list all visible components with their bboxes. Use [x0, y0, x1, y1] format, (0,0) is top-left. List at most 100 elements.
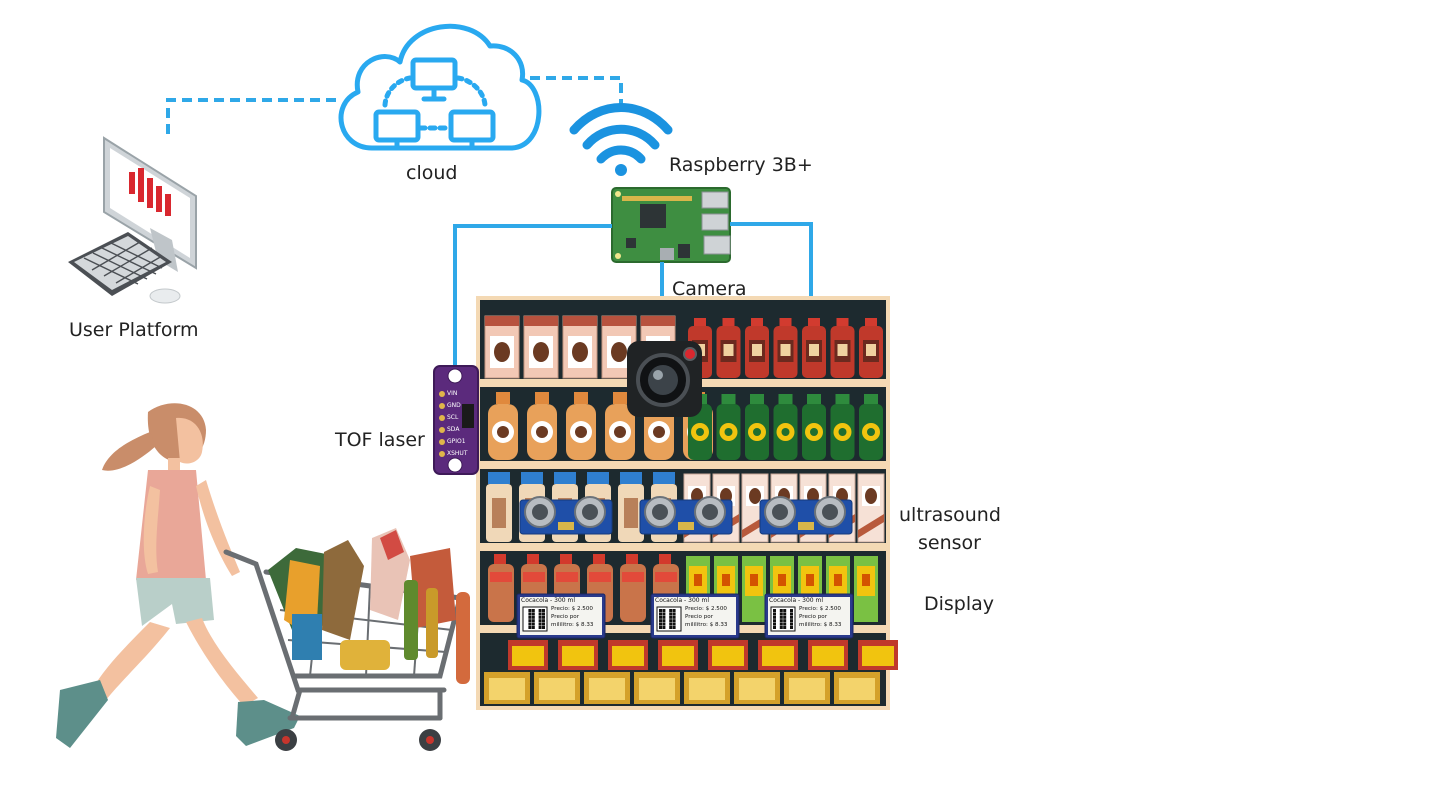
- label-ultrasound-line2: sensor: [918, 532, 981, 554]
- label-raspberry: Raspberry 3B+: [669, 154, 813, 176]
- display-title: Cocacola - 300 ml: [521, 597, 575, 604]
- red-bottle: [830, 318, 855, 378]
- soda-bottle: [488, 554, 514, 622]
- display-line3: mililitro: $ 8.33: [799, 622, 842, 628]
- shopper-illustration: [56, 403, 300, 748]
- display-line2: Precio por: [685, 614, 713, 620]
- green-jar-row: [688, 394, 883, 460]
- label-cloud: cloud: [406, 162, 458, 184]
- tof-pin: [439, 403, 445, 409]
- green-jar: [773, 394, 798, 460]
- coffee-bottle: [527, 392, 557, 460]
- coffee-box: [523, 315, 559, 379]
- coffee-bottle: [566, 392, 596, 460]
- red-bottle: [716, 318, 741, 378]
- tof-pin-label: GND: [447, 402, 461, 409]
- ultrasound-sensors: [519, 496, 853, 535]
- price-displays: [516, 593, 854, 639]
- gold-tin: [558, 640, 598, 670]
- network-links: [166, 76, 623, 136]
- display-line1: Precio: $ 2.500: [551, 606, 593, 612]
- coffee-box: [562, 315, 598, 379]
- blue-cap-bottle: [618, 472, 644, 542]
- label-display: Display: [924, 593, 995, 615]
- computer-icon: [68, 136, 197, 304]
- camera-icon: [627, 341, 702, 417]
- cloud-monitor-right: [448, 109, 496, 143]
- ultrasound-sensor: [639, 496, 733, 535]
- gold-tin: [634, 672, 680, 704]
- display-line1: Precio: $ 2.500: [685, 606, 727, 612]
- label-tof: TOF laser: [335, 429, 425, 451]
- red-bottle: [745, 318, 769, 378]
- tof-pin-label: SDA: [447, 426, 460, 433]
- eink-display: [764, 593, 854, 639]
- eink-display: [516, 593, 606, 639]
- red-bottle: [773, 318, 798, 378]
- wifi-icon: [569, 103, 673, 176]
- gold-tin: [484, 672, 530, 704]
- display-line3: mililitro: $ 8.33: [685, 622, 728, 628]
- red-bottle: [859, 318, 883, 378]
- label-ultrasound-line1: ultrasound: [899, 504, 1001, 526]
- gold-tin-row: [484, 640, 898, 704]
- gold-tin: [708, 640, 748, 670]
- tof-pin: [439, 439, 445, 445]
- coffee-box: [484, 315, 520, 379]
- gold-tin: [608, 640, 648, 670]
- gold-tin: [858, 640, 898, 670]
- eink-display: [650, 593, 740, 639]
- gold-tin: [784, 672, 830, 704]
- coffee-bottle: [488, 392, 518, 460]
- yellow-can: [854, 556, 878, 622]
- cloud-icon: [338, 23, 542, 151]
- gold-tin: [834, 672, 880, 704]
- qr-code-icon: [656, 606, 682, 632]
- tof-pin-label: XSHUT: [447, 450, 468, 457]
- gold-tin: [684, 672, 730, 704]
- green-jar: [802, 394, 826, 460]
- display-line2: Precio por: [551, 614, 579, 620]
- gold-tin: [658, 640, 698, 670]
- gold-tin: [534, 672, 580, 704]
- gold-tin: [808, 640, 848, 670]
- label-camera: Camera: [672, 278, 747, 300]
- gold-tin: [584, 672, 630, 704]
- qr-code-icon: [522, 606, 548, 632]
- gold-tin: [734, 672, 780, 704]
- tof-laser-module: [433, 365, 479, 475]
- green-jar: [716, 394, 741, 460]
- green-jar: [745, 394, 769, 460]
- raspberry-pi-board: [611, 187, 731, 263]
- wire-tof: [453, 224, 612, 380]
- display-title: Cocacola - 300 ml: [769, 597, 823, 604]
- ultrasound-sensor: [759, 496, 853, 535]
- bar-chart-icon: [129, 168, 171, 216]
- cloud-monitor-top: [410, 57, 458, 91]
- coffee-pack: [857, 473, 885, 543]
- tof-pin-label: SCL: [447, 414, 459, 421]
- display-title: Cocacola - 300 ml: [655, 597, 709, 604]
- mouse-icon: [149, 288, 181, 304]
- tof-pin: [439, 391, 445, 397]
- coffee-bottle: [605, 392, 635, 460]
- tof-pin: [439, 427, 445, 433]
- red-bottle: [802, 318, 826, 378]
- cloud-monitor-left: [373, 109, 421, 143]
- tof-pin: [439, 415, 445, 421]
- gold-tin: [758, 640, 798, 670]
- label-user-platform: User Platform: [69, 319, 199, 341]
- red-bottle-row: [688, 318, 883, 378]
- tof-pin-label: GPIO1: [447, 438, 466, 445]
- qr-code-icon: [770, 606, 796, 632]
- blue-cap-bottle: [486, 472, 512, 542]
- tof-pin-label: VIN: [447, 390, 458, 397]
- cloud-to-raspberry-link: [530, 76, 623, 104]
- green-jar: [830, 394, 855, 460]
- yellow-can: [742, 556, 766, 622]
- green-jar: [859, 394, 883, 460]
- soda-bottle: [620, 554, 646, 622]
- tof-pin: [439, 451, 445, 457]
- gold-tin: [508, 640, 548, 670]
